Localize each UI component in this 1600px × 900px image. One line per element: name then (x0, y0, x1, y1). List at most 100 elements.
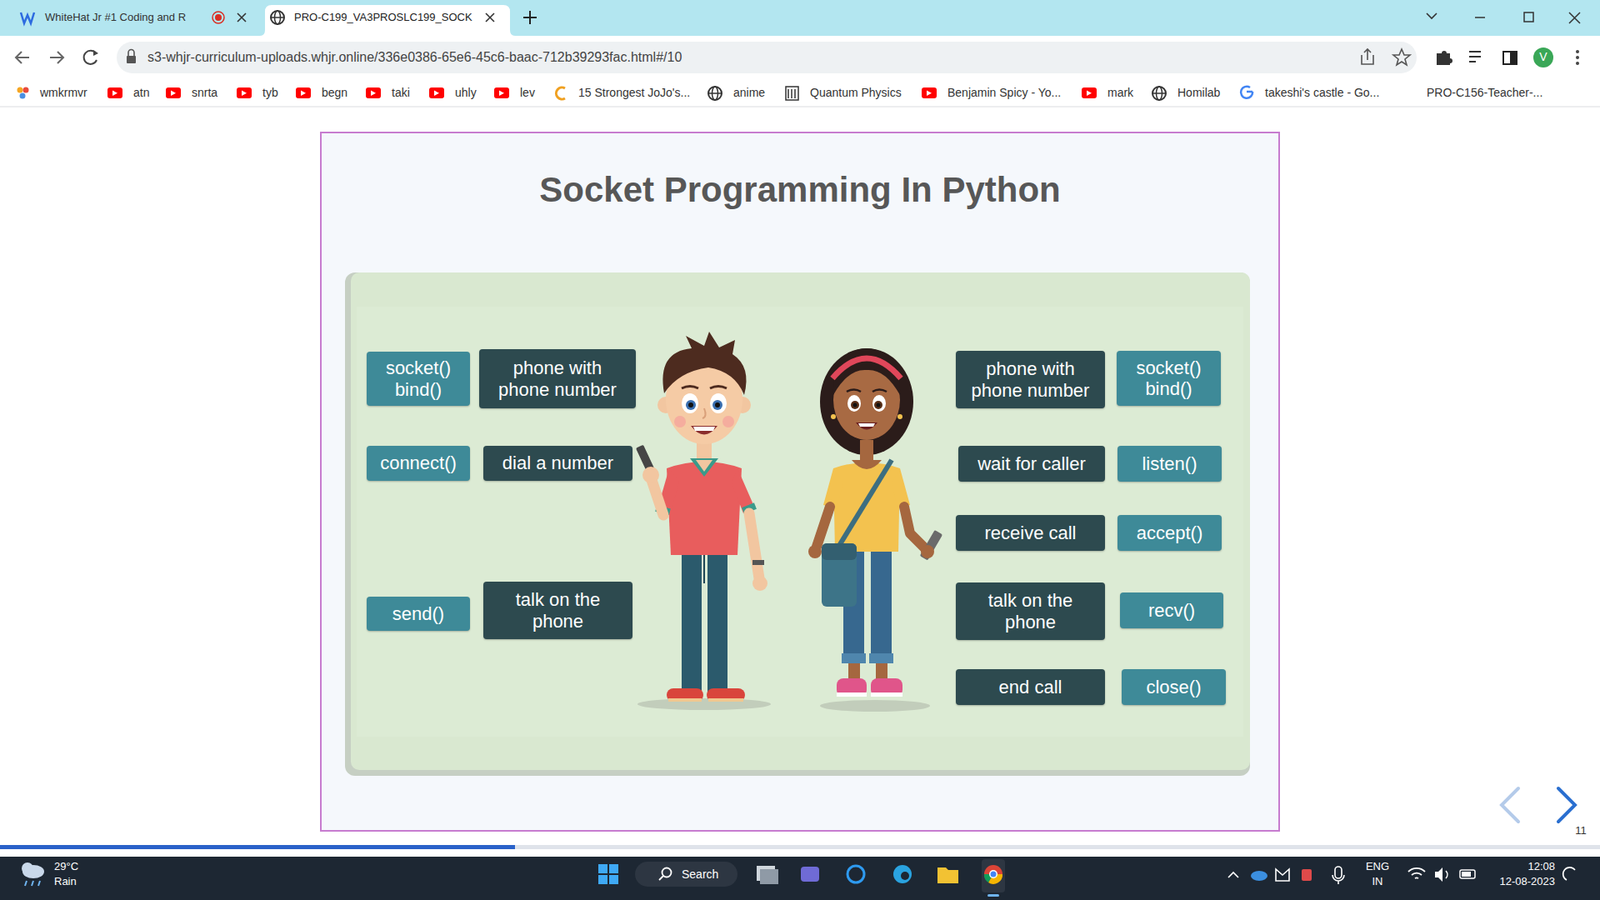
bookmark-label: taki (391, 85, 410, 100)
taskbar (987, 894, 1000, 897)
box-text: talk on the phone (964, 590, 1097, 633)
girl-figure (860, 440, 874, 464)
girl-figure (816, 506, 830, 547)
panel (350, 272, 1250, 770)
action-box: receive call (955, 515, 1105, 551)
box-text: socket() bind() (1125, 357, 1213, 400)
function-box: socket() bind() (1116, 350, 1221, 406)
girl-figure (853, 403, 858, 408)
tab-bar (260, 5, 515, 36)
tab-bar (270, 10, 285, 25)
box-text: send() (392, 603, 445, 625)
boy-figure (637, 698, 771, 710)
action-box: phone with phone number (955, 350, 1105, 409)
taskbar (847, 865, 865, 883)
bookmarks-bar (0, 106, 1600, 108)
girl-figure (851, 460, 882, 470)
tab-bar (237, 13, 246, 22)
girl-figure (876, 403, 881, 408)
bookmarks-bar (921, 87, 937, 99)
boy-figure (681, 393, 699, 414)
progress-bar (0, 845, 1600, 850)
bookmarks-bar (23, 87, 30, 94)
function-box: listen() (1117, 445, 1222, 482)
function-box: send() (366, 596, 470, 631)
action-box: talk on the phone (955, 582, 1105, 640)
girl-figure (847, 395, 861, 412)
bookmark-label: PRO-C156-Teacher-... (1426, 85, 1543, 100)
girl-figure (870, 678, 903, 697)
page-ground (0, 107, 1600, 845)
girl-figure (841, 653, 866, 664)
girl-figure (897, 414, 903, 420)
panel (345, 272, 1250, 776)
girl-figure (904, 506, 927, 550)
box-text: dial a number (502, 452, 614, 474)
bookmark-label: mark (1107, 85, 1134, 100)
bookmark-label: Quantum Physics (810, 85, 902, 100)
progress-bar (0, 845, 515, 850)
bookmark-label: anime (733, 85, 765, 100)
slide-nav-arrows (1501, 788, 1519, 822)
bookmarks-bar (165, 87, 181, 99)
taskbar (21, 862, 34, 875)
girl-figure (820, 700, 930, 712)
function-box: close() (1121, 669, 1226, 705)
boy-figure (681, 541, 702, 692)
girl-figure (821, 543, 857, 560)
taskbar (981, 859, 1005, 893)
boy-figure (690, 425, 718, 435)
tab-bar (0, 0, 1600, 36)
box-text: recv() (1148, 600, 1195, 621)
girl-figure (870, 692, 903, 697)
box-text: listen() (1141, 453, 1197, 475)
taskbar (609, 875, 619, 885)
taskbar (800, 866, 820, 882)
function-box: connect() (366, 445, 470, 481)
bookmark-label: snrta (191, 85, 218, 100)
taskbar (0, 849, 1600, 857)
bookmarks-bar (494, 87, 510, 99)
panel (356, 306, 1244, 737)
boy-figure (666, 688, 704, 702)
page-number: 11 (1575, 824, 1587, 838)
box-text: phone with phone number (487, 357, 628, 400)
taskbar-text: Rain (54, 875, 77, 889)
taskbar (0, 856, 1600, 900)
taskbar (989, 870, 998, 879)
slide (320, 132, 1280, 831)
box-text: connect() (380, 452, 457, 474)
girl-figure (874, 400, 883, 410)
boy-figure (749, 513, 760, 579)
toolbar (0, 35, 1600, 80)
boy-figure (707, 541, 728, 692)
boy-figure (674, 415, 686, 428)
boy-figure (702, 408, 706, 419)
bookmark-label: wmkrmvr (40, 85, 88, 100)
toolbar (1575, 55, 1580, 60)
box-text: close() (1145, 676, 1201, 698)
taskbar (1301, 869, 1312, 881)
profile-initial: V (1539, 50, 1547, 65)
taskbar (662, 868, 672, 878)
box-text: wait for caller (977, 453, 1086, 475)
taskbar-text: 12-08-2023 (1500, 875, 1556, 889)
toolbar (1575, 61, 1580, 65)
toolbar (93, 50, 99, 56)
action-box: end call (955, 669, 1105, 705)
taskbar (900, 871, 910, 880)
bookmark-label: lev (520, 85, 535, 100)
box-text: end call (999, 676, 1063, 698)
girl-figure (836, 678, 867, 697)
tab-bar (0, 0, 1600, 36)
taskbar (937, 867, 959, 884)
taskbar-text: Search (681, 867, 719, 882)
girl-figure (891, 468, 910, 509)
page-ground (0, 107, 1600, 845)
toolbar (0, 35, 1600, 80)
boy-figure (662, 331, 746, 395)
bookmark-label: uhly (455, 85, 477, 100)
bookmarks-bar (107, 87, 123, 99)
taskbar (0, 849, 1600, 900)
